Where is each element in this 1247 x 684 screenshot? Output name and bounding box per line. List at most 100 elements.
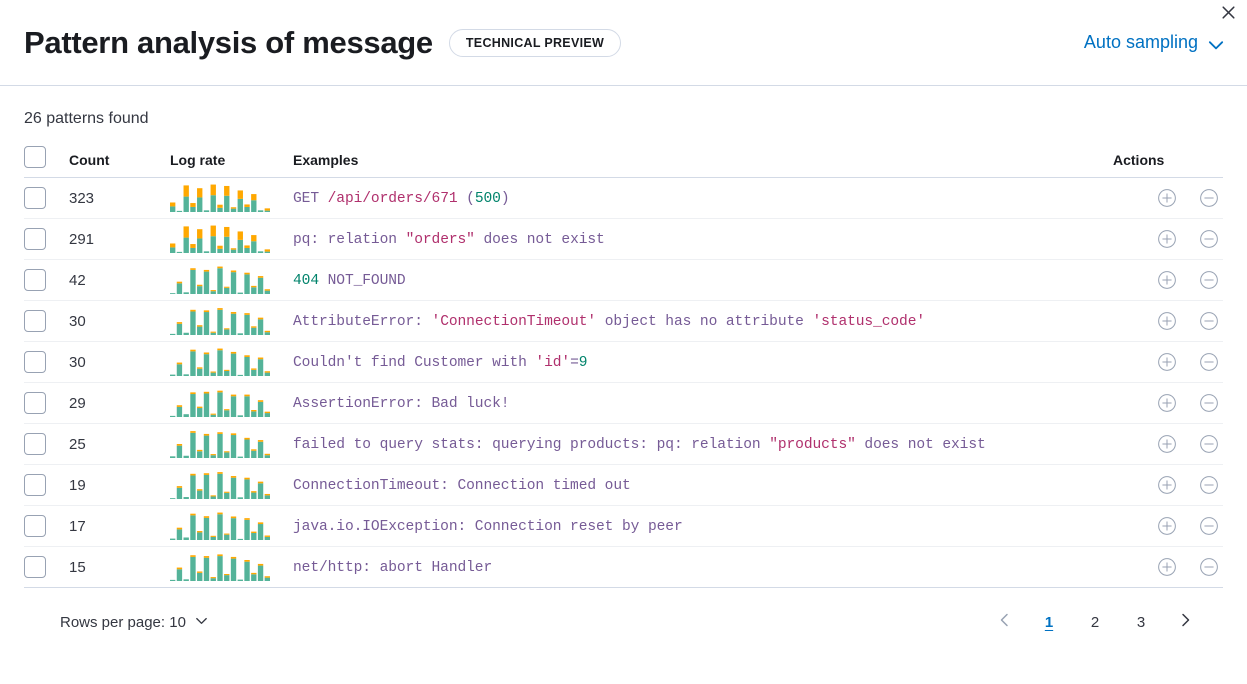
row-log-rate (170, 341, 293, 383)
row-example: AttributeError: 'ConnectionTimeout' obje… (293, 300, 1113, 342)
row-count: 42 (69, 259, 170, 301)
circle-plus-icon[interactable] (1153, 512, 1181, 540)
example-token: Couldn't find Customer with (293, 355, 536, 371)
row-example: failed to query stats: querying products… (293, 423, 1113, 465)
patterns-table: Count Log rate Examples Actions 323 GET … (24, 146, 1223, 588)
row-checkbox[interactable] (24, 433, 46, 455)
table-row: 29 AssertionError: Bad luck! (24, 382, 1223, 424)
rows-per-page-label: Rows per page: 10 (60, 613, 186, 631)
pagination-next-button[interactable] (1171, 608, 1199, 636)
technical-preview-badge: TECHNICAL PREVIEW (448, 28, 622, 57)
example-token: pq: relation (293, 232, 406, 248)
table-row: 291 pq: relation "orders" does not exist (24, 218, 1223, 260)
example-token: does not exist (474, 232, 605, 248)
auto-sampling-label: Auto sampling (1083, 32, 1198, 52)
row-actions (1113, 382, 1223, 424)
row-log-rate (170, 218, 293, 260)
row-example: GET /api/orders/671 (500) (293, 177, 1113, 219)
row-log-rate (170, 423, 293, 465)
table-body: 323 GET /api/orders/671 (500) 291 pq: re… (24, 177, 1223, 588)
example-token: failed to query stats: querying products… (293, 437, 770, 453)
row-example: java.io.IOException: Connection reset by… (293, 505, 1113, 547)
example-token: = (570, 355, 579, 371)
example-token: does not exist (855, 437, 986, 453)
row-actions (1113, 300, 1223, 342)
circle-plus-icon[interactable] (1153, 307, 1181, 335)
circle-minus-icon[interactable] (1195, 512, 1223, 540)
row-log-rate (170, 300, 293, 342)
row-checkbox[interactable] (24, 187, 46, 209)
example-token: 'id' (535, 355, 571, 371)
circle-plus-icon[interactable] (1153, 348, 1181, 376)
circle-minus-icon[interactable] (1195, 225, 1223, 253)
example-token: NOT_FOUND (318, 273, 406, 289)
row-checkbox[interactable] (24, 392, 46, 414)
circle-plus-icon[interactable] (1153, 430, 1181, 458)
row-actions (1113, 505, 1223, 547)
auto-sampling-dropdown[interactable]: Auto sampling (1083, 32, 1224, 53)
header-left-group: Pattern analysis of message TECHNICAL PR… (24, 24, 622, 61)
pagination-page-1[interactable]: 1 (1044, 613, 1054, 631)
row-actions (1113, 218, 1223, 260)
row-log-rate (170, 177, 293, 219)
pagination-page-3[interactable]: 3 (1136, 613, 1146, 631)
panel-body: 26 patterns found Count Log rate Example… (0, 86, 1247, 638)
page-title: Pattern analysis of message (24, 24, 433, 60)
circle-plus-icon[interactable] (1153, 471, 1181, 499)
row-count: 29 (69, 382, 170, 424)
pagination-page-2[interactable]: 2 (1090, 613, 1100, 631)
circle-minus-icon[interactable] (1195, 471, 1223, 499)
circle-minus-icon[interactable] (1195, 184, 1223, 212)
row-checkbox[interactable] (24, 269, 46, 291)
row-log-rate (170, 382, 293, 424)
circle-plus-icon[interactable] (1153, 225, 1181, 253)
example-token: "products" (769, 437, 856, 453)
row-log-rate (170, 505, 293, 547)
circle-minus-icon[interactable] (1195, 553, 1223, 581)
row-checkbox[interactable] (24, 556, 46, 578)
pagination-pages: 1 2 3 (1035, 608, 1155, 636)
table-row: 30 AttributeError: 'ConnectionTimeout' o… (24, 300, 1223, 342)
row-checkbox[interactable] (24, 515, 46, 537)
circle-minus-icon[interactable] (1195, 389, 1223, 417)
close-button[interactable] (1215, 2, 1241, 28)
header-right-group: Auto sampling (1083, 32, 1224, 53)
circle-plus-icon[interactable] (1153, 184, 1181, 212)
table-footer: Rows per page: 10 1 2 3 (24, 588, 1223, 638)
row-select-cell (24, 464, 69, 506)
row-checkbox[interactable] (24, 474, 46, 496)
row-actions (1113, 177, 1223, 219)
row-count: 323 (69, 177, 170, 219)
table-row: 42 404 NOT_FOUND (24, 259, 1223, 301)
circle-minus-icon[interactable] (1195, 307, 1223, 335)
row-select-cell (24, 177, 69, 219)
circle-minus-icon[interactable] (1195, 348, 1223, 376)
row-actions (1113, 259, 1223, 301)
row-select-cell (24, 505, 69, 547)
circle-minus-icon[interactable] (1195, 266, 1223, 294)
circle-plus-icon[interactable] (1153, 389, 1181, 417)
row-select-cell (24, 300, 69, 342)
example-token: ( (457, 191, 475, 207)
row-example: Couldn't find Customer with 'id'=9 (293, 341, 1113, 383)
rows-per-page-selector[interactable]: Rows per page: 10 (48, 613, 209, 632)
row-checkbox[interactable] (24, 228, 46, 250)
row-actions (1113, 546, 1223, 588)
select-all-checkbox[interactable] (24, 146, 46, 168)
circle-plus-icon[interactable] (1153, 553, 1181, 581)
row-count: 17 (69, 505, 170, 547)
pagination-previous-button[interactable] (991, 608, 1019, 636)
row-example: AssertionError: Bad luck! (293, 382, 1113, 424)
row-checkbox[interactable] (24, 351, 46, 373)
circle-minus-icon[interactable] (1195, 430, 1223, 458)
example-token: object has no attribute (596, 314, 813, 330)
chevron-down-icon (194, 613, 209, 632)
row-checkbox[interactable] (24, 310, 46, 332)
pagination: 1 2 3 (991, 608, 1199, 636)
table-header: Count Log rate Examples Actions (24, 146, 1223, 178)
row-actions (1113, 423, 1223, 465)
table-row: 25 failed to query stats: querying produ… (24, 423, 1223, 465)
example-token: AssertionError: Bad luck! (293, 396, 510, 412)
circle-plus-icon[interactable] (1153, 266, 1181, 294)
panel-header: Pattern analysis of message TECHNICAL PR… (0, 0, 1247, 86)
